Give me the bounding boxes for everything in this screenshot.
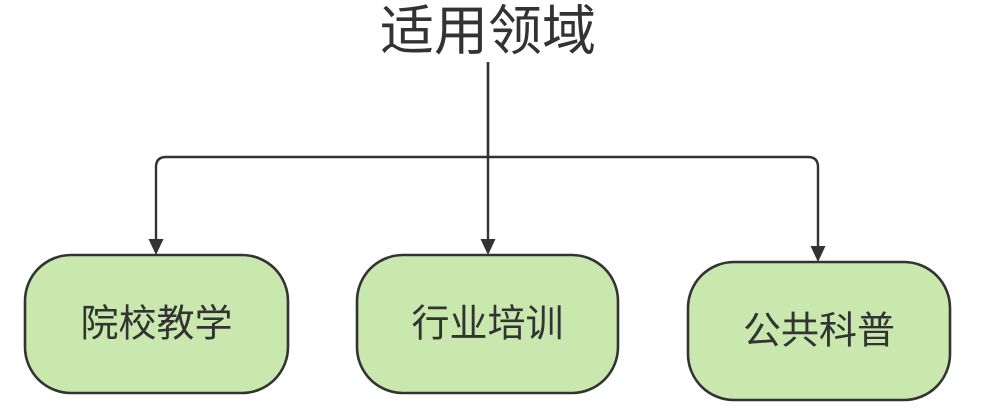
edge-root-to-node-1 [154, 62, 490, 240]
node-root: 适用领域 [380, 0, 596, 63]
edge-group [154, 62, 820, 247]
arrowhead-into-node-1 [148, 239, 164, 255]
node-3-shape[interactable] [686, 260, 952, 402]
node-public-science[interactable]: 公共科普 [686, 260, 952, 402]
arrowhead-group [148, 239, 826, 262]
node-institutional-teaching[interactable]: 院校教学 [23, 253, 290, 395]
root-node-label: 适用领域 [380, 0, 596, 63]
node-2-label: 行业培训 [411, 302, 563, 346]
node-2-shape[interactable] [355, 253, 620, 395]
node-1-shape[interactable] [23, 253, 290, 395]
edge-root-to-node-3 [488, 155, 820, 247]
arrowhead-into-node-3 [810, 246, 826, 262]
arrowhead-into-node-2 [480, 239, 496, 255]
node-3-label: 公共科普 [743, 309, 895, 353]
node-1-label: 院校教学 [80, 302, 232, 346]
node-industry-training[interactable]: 行业培训 [355, 253, 620, 395]
